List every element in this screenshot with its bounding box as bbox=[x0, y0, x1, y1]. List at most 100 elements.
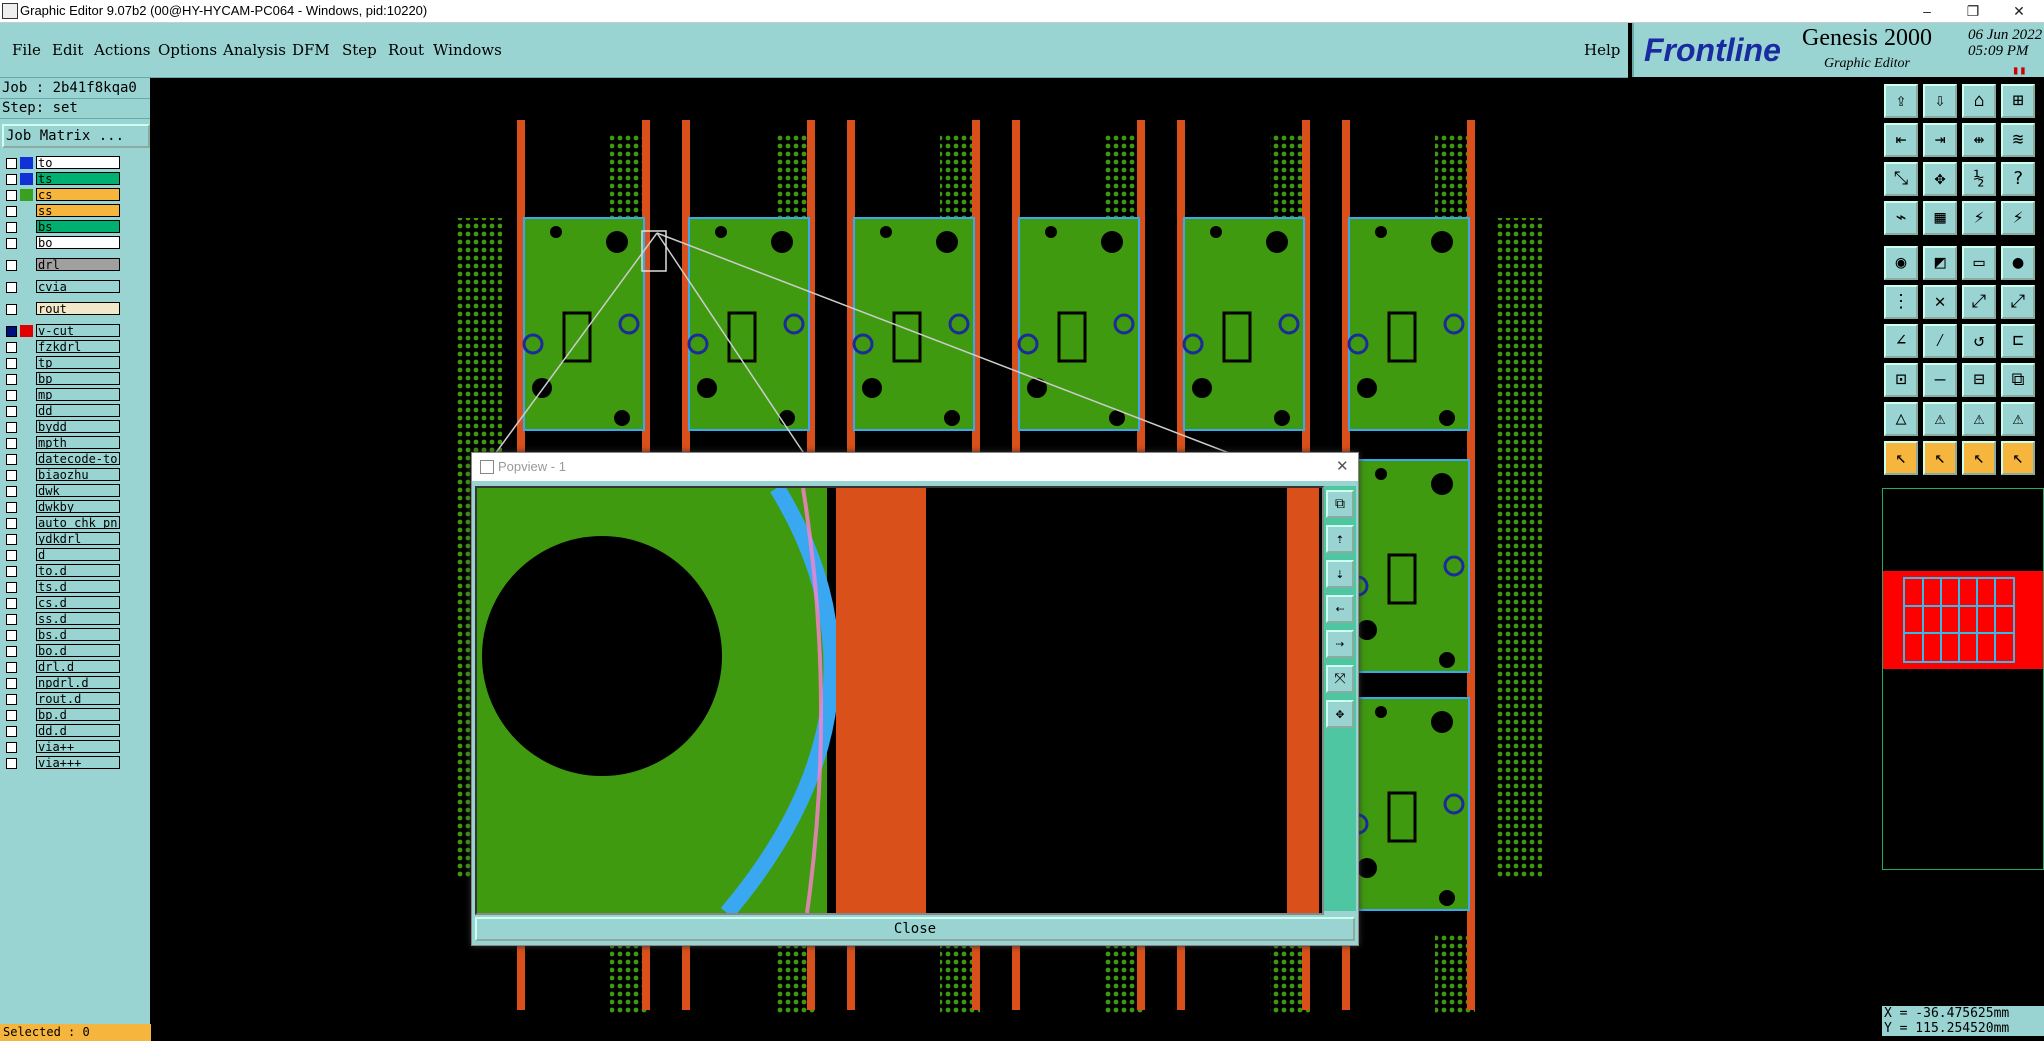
circle-icon[interactable]: ● bbox=[2001, 246, 2035, 280]
popview-zoom-out-icon[interactable]: ⤧ bbox=[1326, 665, 1354, 693]
line-icon[interactable]: ▭ bbox=[1962, 246, 1996, 280]
triangle-icon[interactable]: △ bbox=[1884, 402, 1918, 436]
layer-row-drl[interactable]: drl bbox=[2, 258, 122, 272]
layer-checkbox[interactable] bbox=[6, 326, 17, 337]
job-matrix-button[interactable]: Job Matrix ... bbox=[2, 124, 150, 148]
copy-icon[interactable]: ⧉ bbox=[2001, 363, 2035, 397]
layer-checkbox[interactable] bbox=[6, 222, 17, 233]
zoom-out-icon[interactable]: ⤡ bbox=[1884, 162, 1918, 196]
layer-checkbox[interactable] bbox=[6, 282, 17, 293]
layer-checkbox[interactable] bbox=[6, 486, 17, 497]
warning-b-icon[interactable]: ⚠ bbox=[1962, 402, 1996, 436]
layer-checkbox[interactable] bbox=[6, 710, 17, 721]
layer-row-ss[interactable]: ss bbox=[2, 204, 122, 218]
menu-help[interactable]: Help bbox=[1584, 41, 1621, 59]
layer-checkbox[interactable] bbox=[6, 726, 17, 737]
layer-checkbox[interactable] bbox=[6, 470, 17, 481]
layer-checkbox[interactable] bbox=[6, 582, 17, 593]
frame-icon[interactable]: ⊟ bbox=[1962, 363, 1996, 397]
layer-checkbox[interactable] bbox=[6, 742, 17, 753]
layer-row-v-cut[interactable]: v-cut bbox=[2, 324, 122, 338]
layer-row-bp-d[interactable]: bp.d bbox=[2, 708, 122, 722]
layer-row-biaozhu[interactable]: biaozhu bbox=[2, 468, 122, 482]
menu-rout[interactable]: Rout bbox=[388, 41, 425, 59]
popview-pan-down-icon[interactable]: ⇣ bbox=[1326, 560, 1354, 588]
layer-checkbox[interactable] bbox=[6, 694, 17, 705]
layer-row-datecode-to[interactable]: datecode-to bbox=[2, 452, 122, 466]
minimize-button[interactable]: – bbox=[1923, 3, 1931, 19]
select-b-icon[interactable]: ↖ bbox=[1923, 441, 1957, 475]
layer-checkbox[interactable] bbox=[6, 758, 17, 769]
snap-icon[interactable]: ⌁ bbox=[1884, 201, 1918, 235]
select-c-icon[interactable]: ↖ bbox=[1962, 441, 1996, 475]
select-d-icon[interactable]: ↖ bbox=[2001, 441, 2035, 475]
popview-zoom-home-icon[interactable]: ⧉ bbox=[1326, 490, 1354, 518]
popview-pan-left-icon[interactable]: ⇠ bbox=[1326, 595, 1354, 623]
menu-dfm[interactable]: DFM bbox=[292, 41, 330, 59]
layer-row-bs-d[interactable]: bs.d bbox=[2, 628, 122, 642]
layer-checkbox[interactable] bbox=[6, 518, 17, 529]
layer-checkbox[interactable] bbox=[6, 614, 17, 625]
layer-checkbox[interactable] bbox=[6, 374, 17, 385]
popview-canvas[interactable] bbox=[475, 486, 1324, 915]
layer-row-dd[interactable]: dd bbox=[2, 404, 122, 418]
undo-icon[interactable]: ↺ bbox=[1962, 324, 1996, 358]
fit-icon[interactable]: ⇹ bbox=[1962, 123, 1996, 157]
layer-row-drl-d[interactable]: drl.d bbox=[2, 660, 122, 674]
popview-pan-up-icon[interactable]: ⇡ bbox=[1326, 525, 1354, 553]
draw-icon[interactable]: ◩ bbox=[1923, 246, 1957, 280]
layer-row-to[interactable]: to bbox=[2, 156, 122, 170]
layer-row-via-[interactable]: via+++ bbox=[2, 756, 122, 770]
zoom-home-icon[interactable]: ⇪ bbox=[1884, 84, 1918, 118]
layer-checkbox[interactable] bbox=[6, 158, 17, 169]
layer-row-fzkdrl[interactable]: fzkdrl bbox=[2, 340, 122, 354]
half-icon[interactable]: ½ bbox=[1962, 162, 1996, 196]
layer-row-ts-d[interactable]: ts.d bbox=[2, 580, 122, 594]
home-icon[interactable]: ⌂ bbox=[1962, 84, 1996, 118]
node-icon[interactable]: ⋮ bbox=[1884, 285, 1918, 319]
layer-row-ts[interactable]: ts bbox=[2, 172, 122, 186]
slash-icon[interactable]: ⁄ bbox=[1923, 324, 1957, 358]
menu-file[interactable]: File bbox=[12, 41, 41, 59]
measure-b-icon[interactable]: ⚡ bbox=[2001, 201, 2035, 235]
layer-row-auto-chk-pn[interactable]: auto_chk_pn bbox=[2, 516, 122, 530]
wave-icon[interactable]: ≋ bbox=[2001, 123, 2035, 157]
layer-row-via-[interactable]: via++ bbox=[2, 740, 122, 754]
layer-row-tp[interactable]: tp bbox=[2, 356, 122, 370]
layer-checkbox[interactable] bbox=[6, 598, 17, 609]
layer-checkbox[interactable] bbox=[6, 646, 17, 657]
menu-windows[interactable]: Windows bbox=[433, 41, 502, 59]
pan-left-icon[interactable]: ⇤ bbox=[1884, 123, 1918, 157]
reshape-icon[interactable]: ⤢ bbox=[2001, 285, 2035, 319]
menu-edit[interactable]: Edit bbox=[52, 41, 84, 59]
help-icon[interactable]: ? bbox=[2001, 162, 2035, 196]
dash-icon[interactable]: — bbox=[1923, 363, 1957, 397]
box-icon[interactable]: ⊡ bbox=[1884, 363, 1918, 397]
layer-checkbox[interactable] bbox=[6, 550, 17, 561]
layer-checkbox[interactable] bbox=[6, 662, 17, 673]
popview-zoom-in-icon[interactable]: ✥ bbox=[1326, 700, 1354, 728]
menu-actions[interactable]: Actions bbox=[94, 41, 151, 59]
overview-window[interactable] bbox=[1882, 488, 2044, 870]
warning-c-icon[interactable]: ⚠ bbox=[2001, 402, 2035, 436]
layer-row-npdrl-d[interactable]: npdrl.d bbox=[2, 676, 122, 690]
layer-checkbox[interactable] bbox=[6, 534, 17, 545]
stretch-icon[interactable]: ⤢ bbox=[1962, 285, 1996, 319]
layer-checkbox[interactable] bbox=[6, 174, 17, 185]
delete-icon[interactable]: ✕ bbox=[1923, 285, 1957, 319]
move-icon[interactable]: ✥ bbox=[1923, 162, 1957, 196]
layer-checkbox[interactable] bbox=[6, 454, 17, 465]
layer-row-cvia[interactable]: cvia bbox=[2, 280, 122, 294]
layer-checkbox[interactable] bbox=[6, 422, 17, 433]
layer-checkbox[interactable] bbox=[6, 630, 17, 641]
layer-checkbox[interactable] bbox=[6, 406, 17, 417]
angle-icon[interactable]: ∠ bbox=[1884, 324, 1918, 358]
pad-icon[interactable]: ◉ bbox=[1884, 246, 1918, 280]
layer-checkbox[interactable] bbox=[6, 342, 17, 353]
layer-row-d[interactable]: d bbox=[2, 548, 122, 562]
popview-close-button[interactable]: Close bbox=[475, 917, 1355, 941]
layer-row-bydd[interactable]: bydd bbox=[2, 420, 122, 434]
layer-row-rout-d[interactable]: rout.d bbox=[2, 692, 122, 706]
menu-step[interactable]: Step bbox=[342, 41, 377, 59]
grid-icon[interactable]: ⊞ bbox=[2001, 84, 2035, 118]
